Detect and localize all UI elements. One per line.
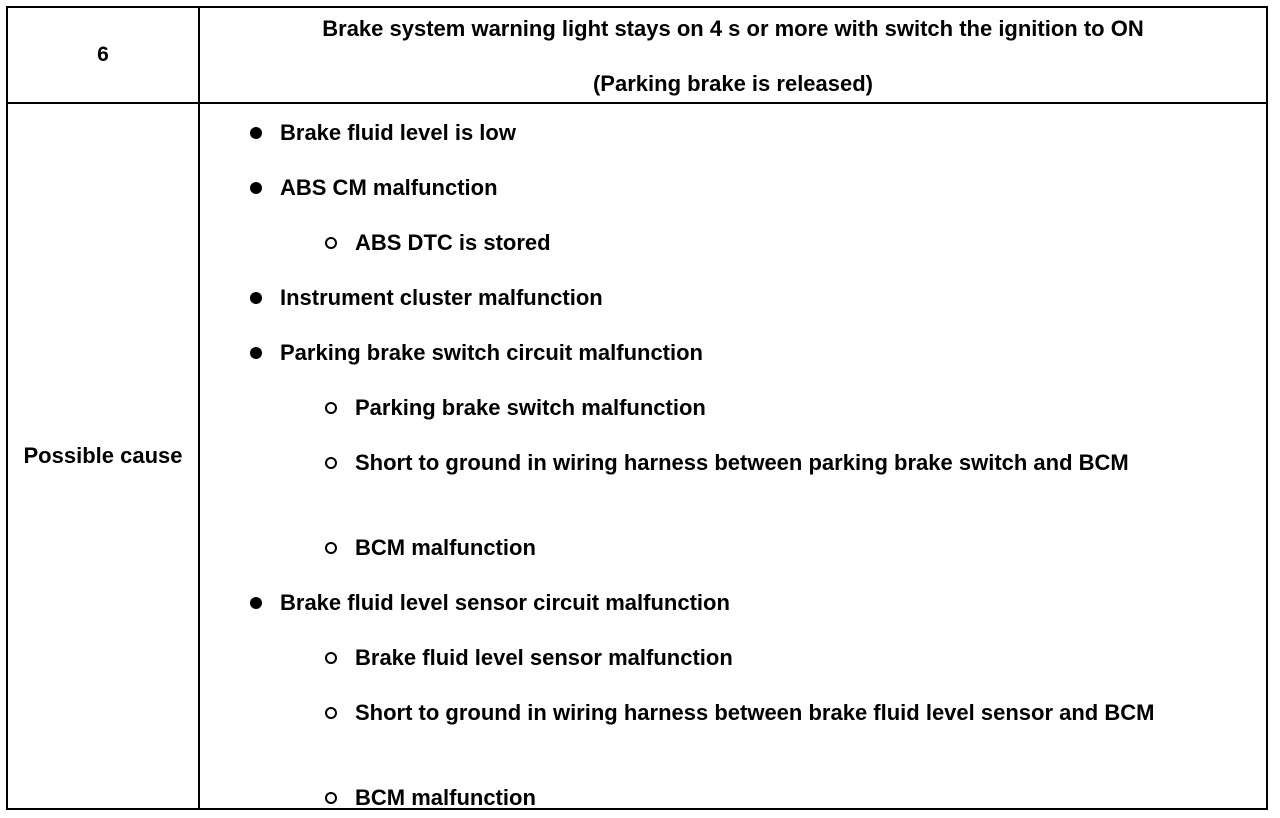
sub-cause-item: Short to ground in wiring harness betwee… (325, 698, 1215, 728)
hollow-bullet-icon (325, 707, 337, 719)
sub-cause-item: BCM malfunction (325, 783, 1215, 813)
sub-cause-text: Parking brake switch malfunction (355, 395, 706, 420)
cause-text: ABS CM malfunction (280, 175, 498, 200)
step-title-cell: Brake system warning light stays on 4 s … (200, 8, 1266, 102)
cause-item: Brake fluid level is low (250, 118, 1240, 148)
step-number-cell: 6 (8, 8, 198, 102)
sub-cause-text: Short to ground in wiring harness betwee… (355, 450, 1129, 475)
hollow-bullet-icon (325, 237, 337, 249)
troubleshooting-table: 6 Brake system warning light stays on 4 … (6, 6, 1268, 810)
cause-text: Parking brake switch circuit malfunction (280, 340, 703, 365)
sub-cause-text: BCM malfunction (355, 785, 536, 810)
filled-bullet-icon (250, 292, 262, 304)
filled-bullet-icon (250, 347, 262, 359)
cause-text: Instrument cluster malfunction (280, 285, 603, 310)
column-divider (198, 8, 200, 808)
sub-cause-item: Brake fluid level sensor malfunction (325, 643, 1215, 673)
cause-item: Instrument cluster malfunction (250, 283, 1240, 313)
sub-cause-item: Parking brake switch malfunction (325, 393, 1215, 423)
hollow-bullet-icon (325, 652, 337, 664)
cause-item: Brake fluid level sensor circuit malfunc… (250, 588, 1240, 618)
possible-cause-list: Brake fluid level is low ABS CM malfunct… (200, 104, 1266, 810)
cause-text: Brake fluid level is low (280, 120, 516, 145)
hollow-bullet-icon (325, 457, 337, 469)
sub-cause-text: Brake fluid level sensor malfunction (355, 645, 733, 670)
row-divider (8, 102, 1266, 104)
filled-bullet-icon (250, 597, 262, 609)
sub-cause-text: BCM malfunction (355, 535, 536, 560)
possible-cause-label: Possible cause (23, 443, 183, 468)
sub-cause-item: BCM malfunction (325, 533, 1215, 563)
hollow-bullet-icon (325, 792, 337, 804)
cause-item: Parking brake switch circuit malfunction (250, 338, 1240, 368)
sub-cause-item: Short to ground in wiring harness betwee… (325, 448, 1215, 478)
filled-bullet-icon (250, 127, 262, 139)
sub-cause-text: Short to ground in wiring harness betwee… (355, 700, 1155, 725)
sub-cause-item: ABS DTC is stored (325, 228, 1215, 258)
filled-bullet-icon (250, 182, 262, 194)
step-subtitle: (Parking brake is released) (592, 71, 874, 96)
step-number: 6 (97, 43, 109, 66)
step-title: Brake system warning light stays on 4 s … (322, 16, 1144, 41)
possible-cause-label-cell: Possible cause (8, 104, 198, 808)
hollow-bullet-icon (325, 402, 337, 414)
hollow-bullet-icon (325, 542, 337, 554)
cause-text: Brake fluid level sensor circuit malfunc… (280, 590, 730, 615)
cause-item: ABS CM malfunction (250, 173, 1240, 203)
sub-cause-text: ABS DTC is stored (355, 230, 551, 255)
